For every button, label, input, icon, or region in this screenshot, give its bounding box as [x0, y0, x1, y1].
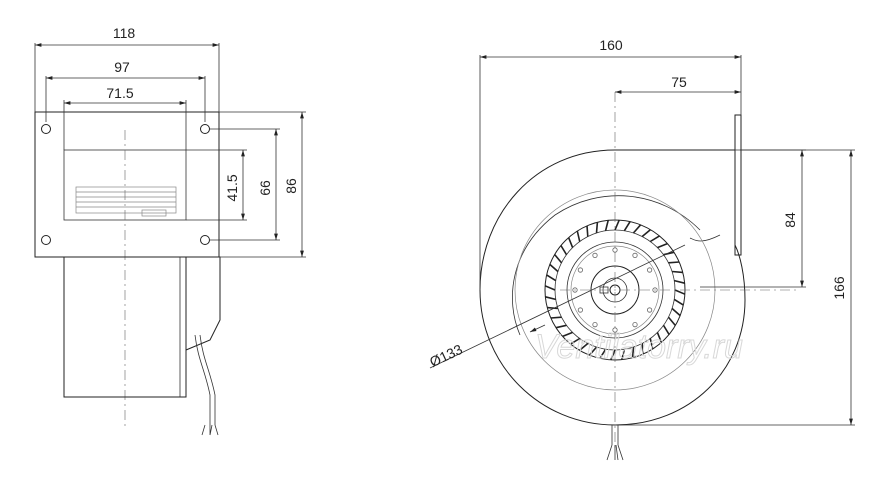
hub-bolt: [572, 287, 578, 293]
impeller-side-blades: [75, 186, 177, 217]
cable: [194, 334, 211, 425]
impeller-blade: [560, 245, 568, 256]
impeller-blade: [621, 349, 626, 360]
hub-bolts: [572, 247, 658, 333]
impeller-blade: [599, 348, 607, 359]
impeller-blade: [586, 225, 589, 237]
impeller-blade: [614, 219, 620, 231]
impeller-blade: [632, 224, 642, 234]
motor-bracket: [185, 256, 221, 351]
hub-bolt: [652, 287, 658, 293]
impeller-blade: [555, 324, 567, 329]
impeller-blade: [576, 230, 581, 242]
mounting-hole-icon: [41, 124, 51, 134]
impeller-blade: [657, 242, 668, 249]
impeller-blade: [549, 263, 559, 273]
mounting-flange: [34, 111, 220, 258]
dim-71-5-label: 71.5: [106, 85, 133, 101]
impeller-blade: [662, 324, 670, 335]
impeller-blade: [641, 228, 652, 238]
impeller-blade: [562, 331, 573, 338]
impeller-blade: [595, 222, 599, 233]
dim-diameter-133-label: Ø133: [427, 341, 465, 370]
dim-86-label: 86: [283, 178, 299, 194]
hub-bolt: [577, 267, 584, 273]
hub-bolt: [592, 252, 598, 258]
impeller-blade: [641, 343, 644, 355]
impeller-blades: [544, 219, 686, 361]
impeller-blade: [671, 307, 681, 317]
impeller-blade: [674, 279, 685, 284]
cable: [606, 425, 624, 461]
impeller-blade: [550, 316, 562, 319]
impeller-blade: [544, 285, 556, 291]
hub-bolt: [592, 321, 598, 328]
impeller-blade: [553, 253, 563, 264]
mounting-hole-icon: [200, 124, 210, 134]
dim-118-label: 118: [113, 25, 136, 41]
impeller-blade: [567, 237, 574, 248]
impeller-blade: [673, 298, 684, 306]
impeller-blade: [570, 337, 581, 345]
impeller-blade: [610, 349, 616, 361]
hub-bolt: [612, 247, 618, 253]
impeller-blade: [674, 289, 686, 295]
impeller-blade: [547, 306, 558, 310]
mounting-hole-icon: [41, 235, 51, 245]
impeller-blade: [545, 296, 556, 301]
impeller-blade: [578, 342, 589, 352]
impeller-blade: [623, 221, 631, 232]
impeller-blade: [604, 220, 609, 231]
impeller-blade: [649, 338, 654, 350]
inner-scroll: [512, 195, 721, 336]
dim-41-5-label: 41.5: [224, 174, 240, 201]
outlet-flange: [734, 114, 742, 256]
side-view: 118 97 71.5 41.5 66 86: [34, 25, 306, 436]
impeller-blade: [631, 347, 635, 358]
dim-160-label: 160: [599, 37, 623, 53]
impeller-blade: [649, 235, 660, 243]
dim-75-label: 75: [671, 74, 687, 90]
mounting-hole-icon: [200, 235, 210, 245]
front-view: 160 75 84 166 Ø133: [427, 37, 855, 461]
dim-66-label: 66: [257, 180, 273, 196]
impeller-blade: [668, 261, 680, 264]
impeller-blade: [672, 270, 683, 274]
impeller-blade: [588, 346, 598, 356]
impeller-blade: [546, 274, 557, 282]
hub-bolt: [632, 321, 638, 328]
impeller-blade: [656, 332, 663, 343]
motor-body: [63, 256, 187, 398]
hub-bolt: [577, 307, 584, 313]
hub-bolt: [632, 252, 638, 258]
hub-bolt: [646, 307, 653, 313]
impeller-blade: [667, 316, 677, 327]
hub-bolt: [646, 267, 653, 273]
dim-84-label: 84: [782, 212, 798, 228]
scroll-housing: [479, 149, 746, 426]
dim-97-label: 97: [114, 59, 130, 75]
watermark-text: Ventilatorry.ru: [535, 328, 743, 366]
dim-166-label: 166: [831, 276, 847, 300]
